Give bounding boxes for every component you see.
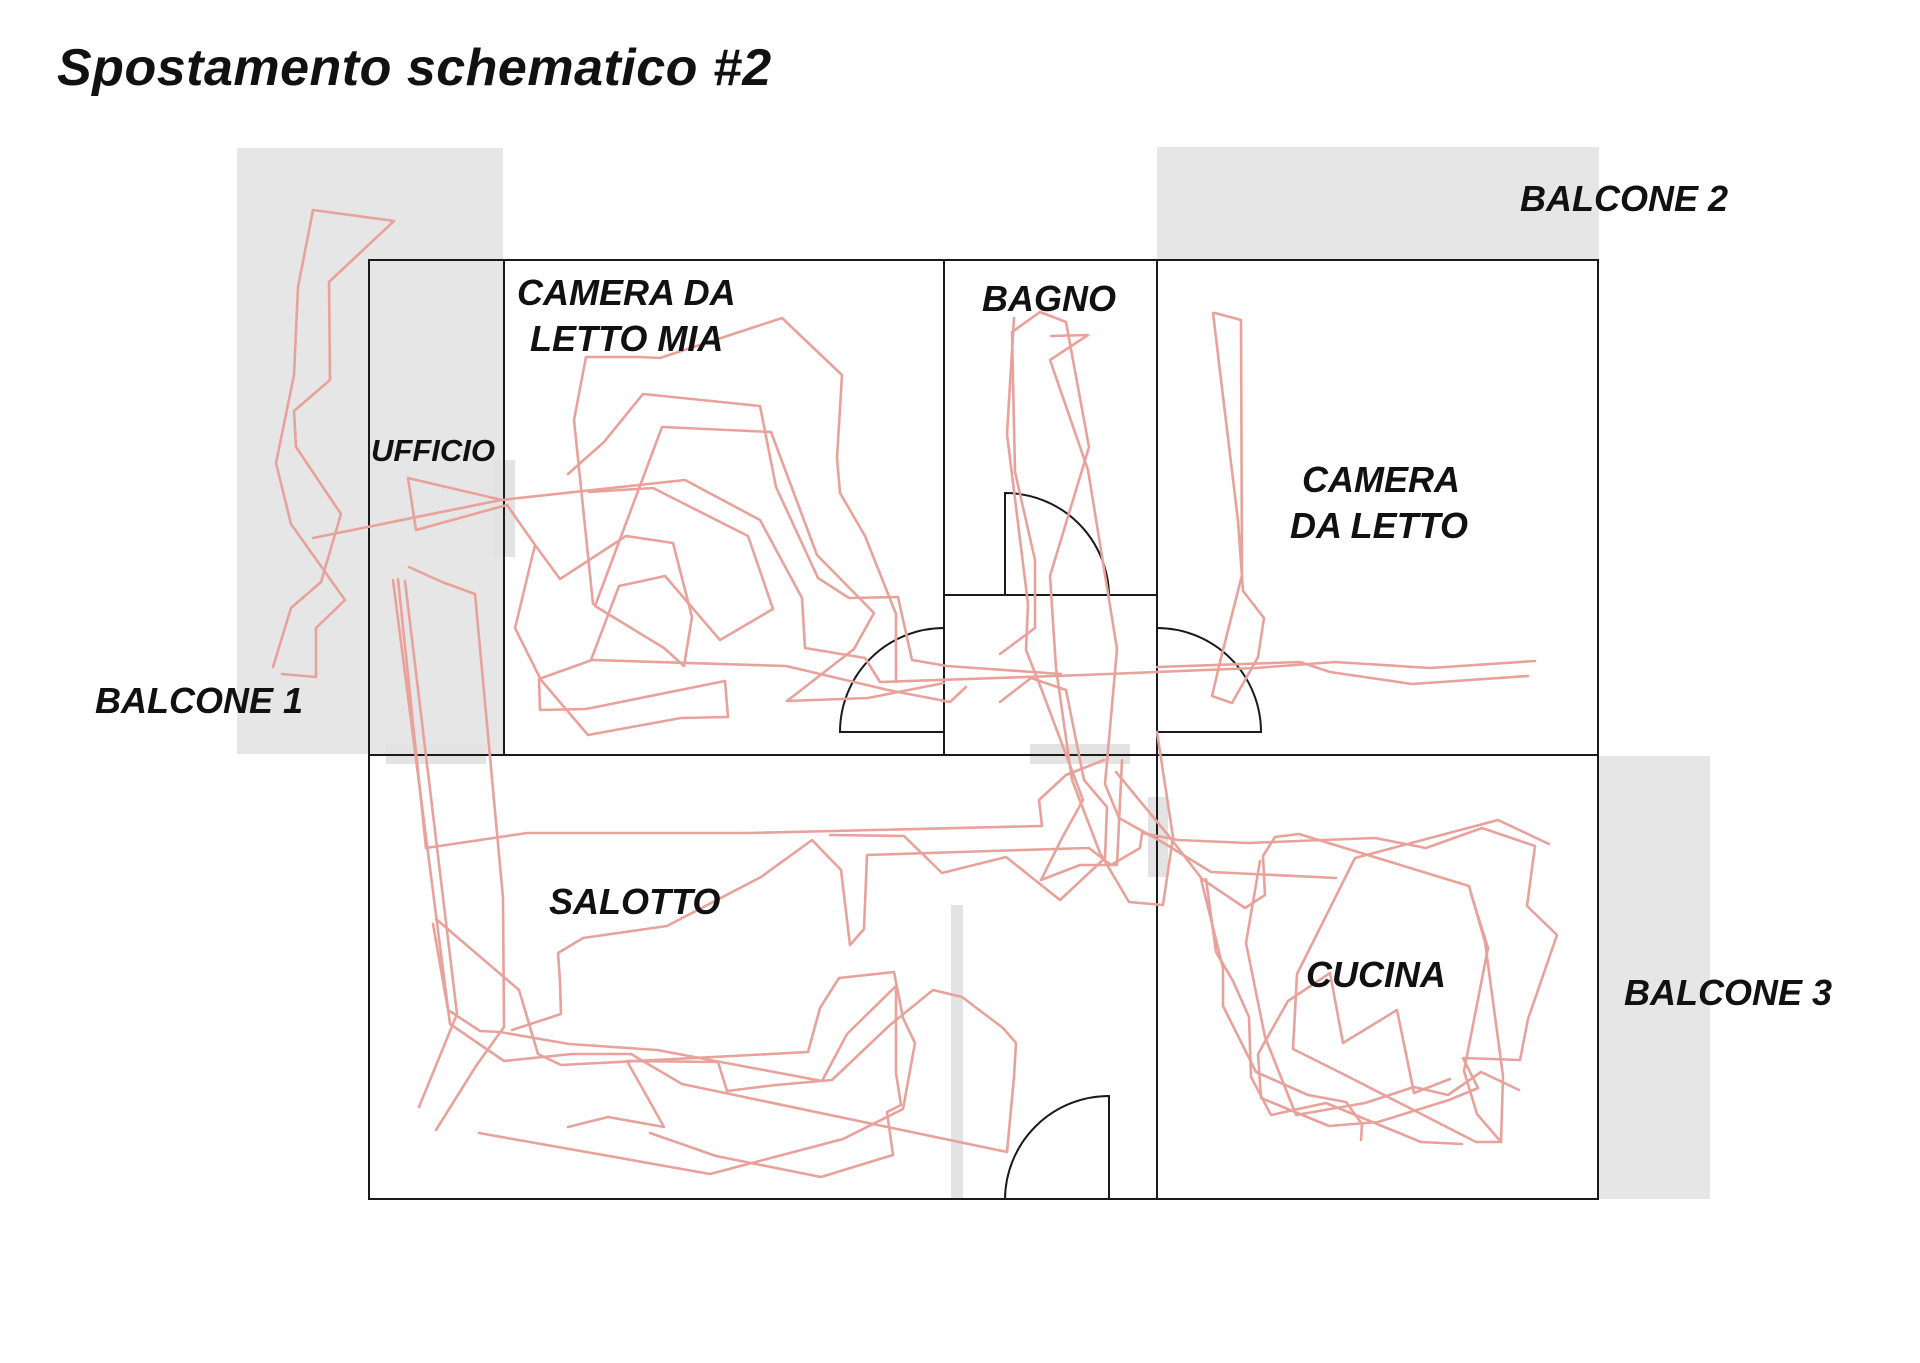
room-label-ufficio: UFFICIO [371,433,495,468]
balconies [237,147,1710,1199]
room-label-balcone-1: BALCONE 1 [95,680,303,721]
room-label-balcone-2: BALCONE 2 [1520,178,1728,219]
room-label-camera-mia-1: CAMERA DA [517,272,736,313]
movement-trace [271,208,396,679]
movement-trace [434,917,917,1176]
page-title: Spostamento schematico #2 [57,39,772,97]
room-label-camera-2: DA LETTO [1290,505,1468,546]
door-ingresso [1004,1094,1110,1200]
movement-trace [1048,333,1338,880]
movement-trace [396,577,1106,850]
door-camera-da-letto [1156,627,1263,733]
movement-trace [510,826,1559,1128]
movement-trace [403,579,459,1109]
room-labels: UFFICIO CAMERA DA LETTO MIA BAGNO CAMERA… [95,178,1832,1013]
balcony-3-area [1598,756,1710,1199]
movement-trace [1155,660,1530,686]
room-label-camera-mia-2: LETTO MIA [530,318,723,359]
movement-trace [1204,877,1464,1146]
room-label-balcone-3: BALCONE 3 [1624,972,1832,1013]
movement-trace [407,565,506,1132]
room-label-cucina: CUCINA [1306,954,1446,995]
walls [368,259,1599,1200]
movement-trace [406,476,968,737]
movement-trace [1462,892,1503,1144]
movement-trace [572,316,898,684]
room-label-bagno: BAGNO [982,278,1116,319]
movement-trace [1210,311,1266,705]
movement-trace [1199,877,1364,1142]
movement-trace [431,922,903,1179]
room-label-salotto: SALOTTO [549,881,720,922]
movement-trace [1005,316,1124,882]
room-label-camera-1: CAMERA [1302,459,1460,500]
movement-trace [828,676,1109,902]
gap-marker [951,905,963,1198]
movement-trace [566,392,1063,676]
movement-trace [311,478,1537,684]
balcony-2-area [1157,147,1599,260]
movement-trace [1244,859,1521,1117]
movement-path [271,208,1559,1179]
movement-trace [533,425,946,703]
movement-trace [391,578,1018,1154]
movement-trace [587,486,775,662]
movement-trace [998,310,1175,907]
outer-wall [368,259,1599,1200]
